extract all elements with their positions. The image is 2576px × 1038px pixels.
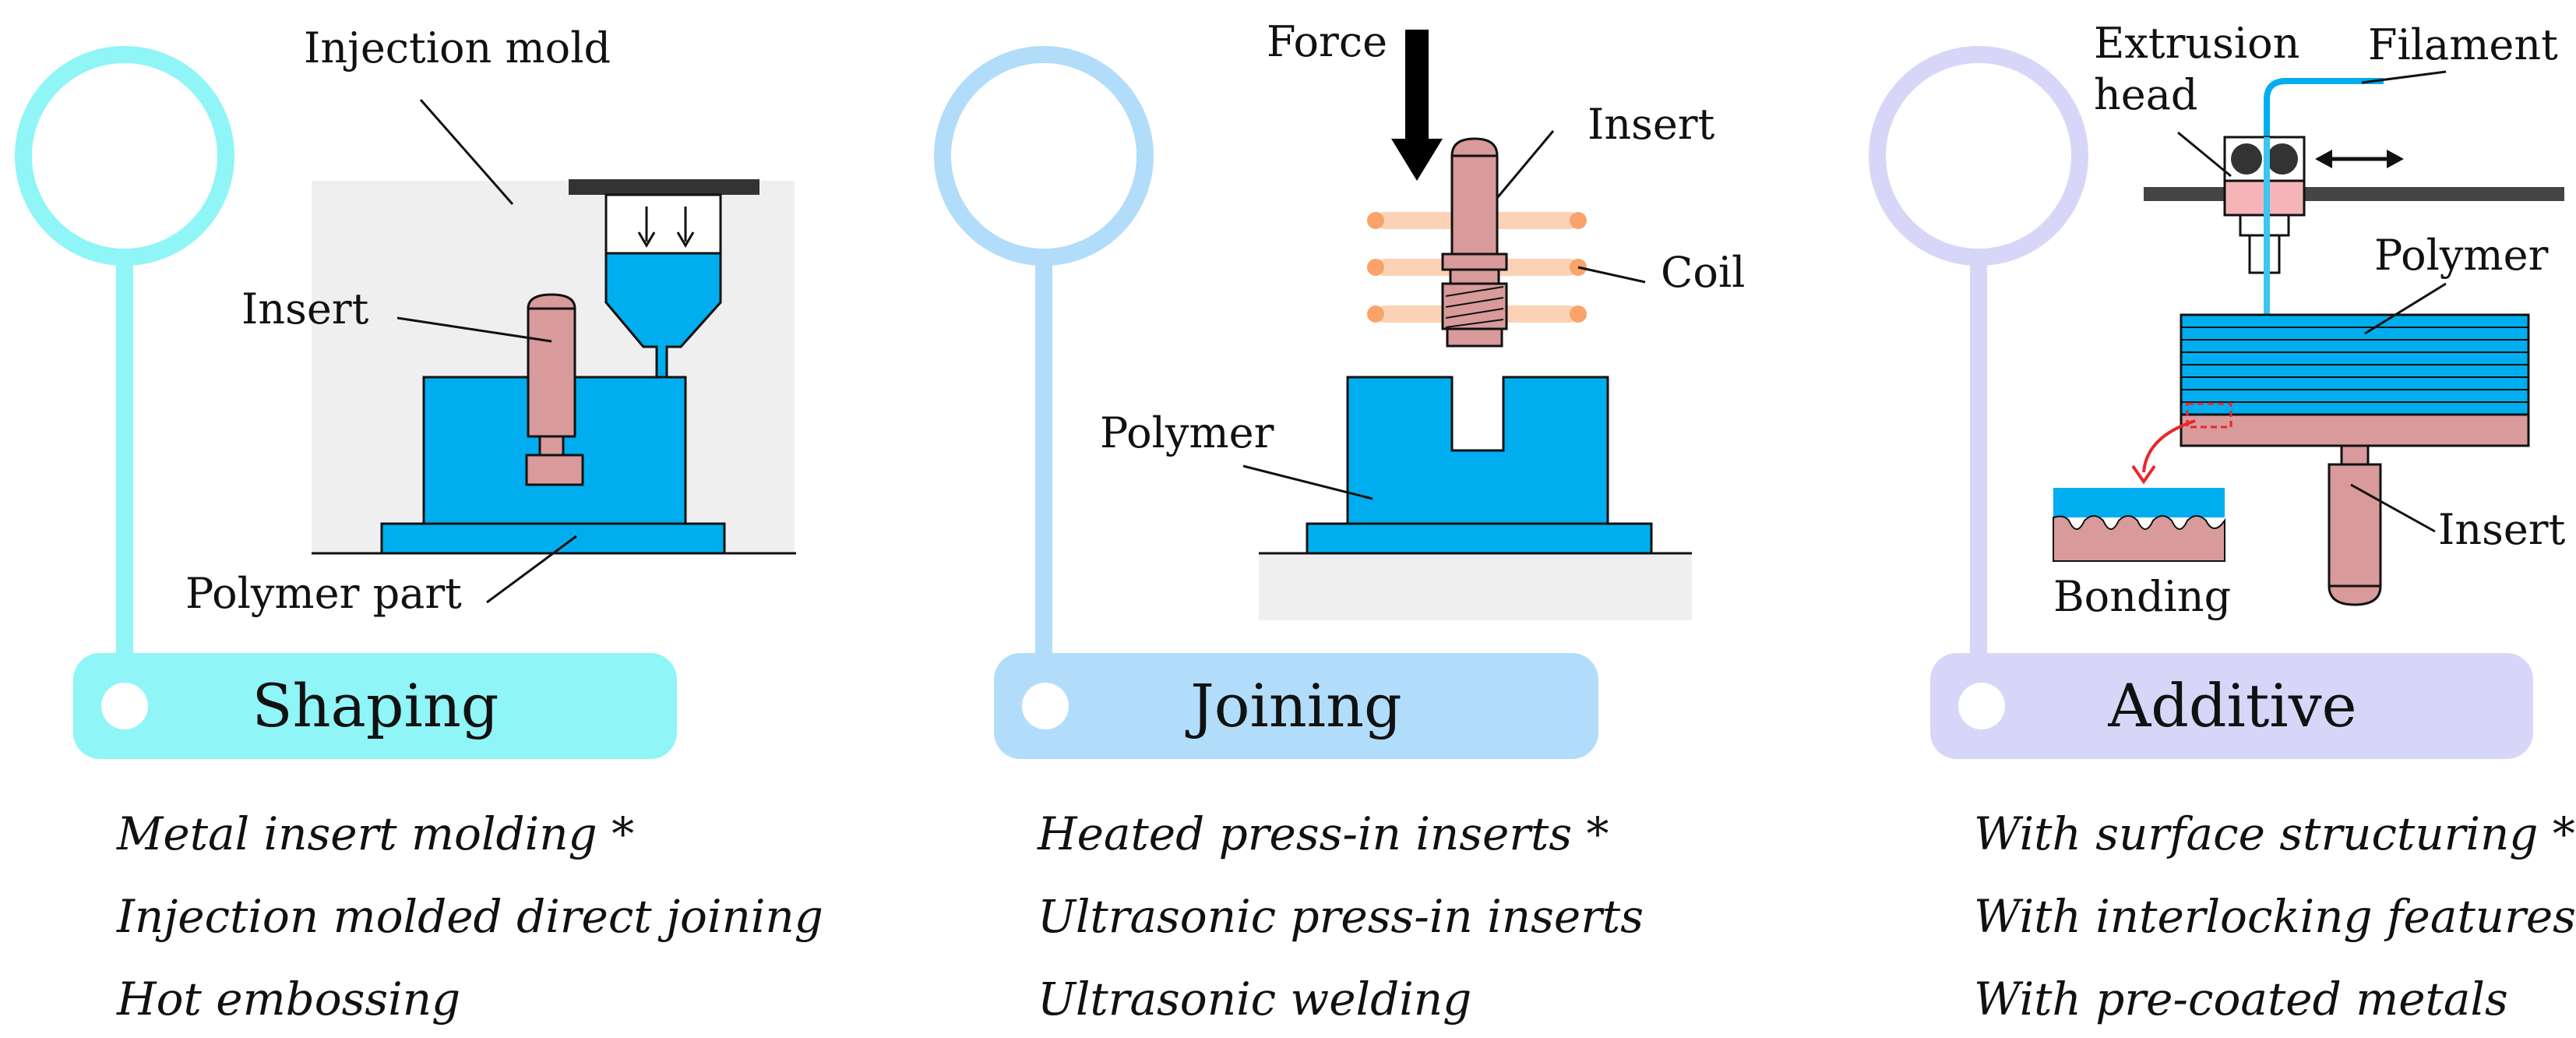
additive-polymer-label: Polymer	[2374, 231, 2549, 280]
shaping-insert-base	[525, 454, 584, 486]
shaping-category-tab	[73, 653, 677, 759]
movement-arrow-head-right	[2387, 150, 2404, 168]
joining-process-1: Heated press-in inserts *	[1037, 807, 1609, 860]
panel-additive: Additive E	[1869, 19, 2576, 1026]
bonding-detail-arrow-head	[2131, 464, 2156, 485]
additive-insert-neck	[2340, 444, 2370, 466]
additive-category-tab	[1930, 653, 2533, 759]
filament-label: Filament	[2368, 20, 2558, 69]
force-arrow-icon	[1391, 30, 1443, 181]
coil-leader	[1577, 266, 1646, 284]
pressure-arrow-head	[676, 231, 695, 248]
bonding-inset-metal	[2053, 515, 2225, 562]
joining-insert-bottom	[1446, 327, 1503, 348]
joining-insert-thread-lines	[1445, 286, 1504, 328]
shaping-insert-leader	[396, 316, 552, 343]
mold-plunger-plate	[569, 179, 759, 195]
coil-dot	[1570, 212, 1587, 229]
joining-polymer-leader	[1242, 464, 1373, 500]
shaping-insert-neck	[538, 435, 565, 457]
additive-pin-ring	[1869, 46, 2088, 266]
additive-insert-leader	[2350, 483, 2436, 533]
shaping-process-2: Injection molded direct joining	[116, 890, 823, 943]
joining-insert-leader	[1496, 130, 1555, 199]
additive-insert-pin	[2328, 463, 2382, 606]
joining-category-label: Joining	[1185, 671, 1401, 740]
coil-dot	[1367, 259, 1384, 276]
additive-tab-dot	[1958, 683, 2005, 729]
joining-category-tab	[994, 653, 1598, 759]
shaping-pin-ring	[15, 46, 234, 266]
polymer-layer-lines	[2181, 327, 2528, 403]
additive-insert-plate	[2180, 413, 2530, 447]
joining-polymer-label: Polymer	[1100, 408, 1274, 457]
shaping-category-label: Shaping	[252, 671, 499, 740]
pressure-arrow-head	[637, 231, 656, 248]
additive-insert-label: Insert	[2438, 505, 2566, 554]
joining-insert-pin	[1450, 137, 1499, 262]
injection-mold-label: Injection mold	[304, 23, 611, 72]
coil-dot	[1367, 212, 1384, 229]
polymer-part-leader	[486, 535, 577, 604]
bonding-detail-arrow	[2142, 419, 2196, 473]
shaping-tab-dot	[101, 683, 148, 729]
bonding-label: Bonding	[2053, 572, 2231, 621]
additive-process-2: With interlocking features	[1974, 890, 2576, 943]
movement-arrow-head-left	[2315, 150, 2332, 168]
coil-label: Coil	[1661, 248, 1745, 297]
joining-tab-dot	[1022, 683, 1069, 729]
additive-category-label: Additive	[2107, 671, 2356, 740]
additive-polymer-leader	[2364, 282, 2447, 335]
shaping-insert	[527, 293, 576, 438]
shaping-polymer-base	[380, 522, 726, 555]
filament-leader	[2361, 70, 2447, 84]
bonding-inset-polymer	[2053, 488, 2225, 517]
drive-roller-icon	[2267, 143, 2298, 175]
panel-shaping: Shaping Injection mold Insert Polymer pa…	[15, 23, 823, 1026]
joining-ground-plate	[1259, 553, 1692, 620]
bonding-detail-marker	[2186, 402, 2232, 429]
shaping-process-3: Hot embossing	[116, 973, 460, 1026]
injection-mold-leader	[419, 99, 514, 205]
joining-polymer-base	[1306, 522, 1653, 555]
printer-gantry-rail	[2144, 187, 2564, 201]
coil-dot	[1367, 305, 1384, 323]
extrusion-head-leader	[2177, 131, 2232, 178]
polymer-part-label: Polymer part	[185, 569, 462, 618]
joining-pin-ring	[934, 46, 1154, 266]
shaping-process-1: Metal insert molding *	[116, 807, 634, 860]
joining-process-2: Ultrasonic press-in inserts	[1038, 890, 1644, 943]
panel-joining: Joining Force Insert Coil Po	[934, 17, 1745, 1026]
coil-dot	[1570, 305, 1587, 323]
joining-insert-knurl	[1441, 252, 1508, 271]
joining-process-3: Ultrasonic welding	[1038, 973, 1471, 1026]
joining-polymer-block	[1346, 376, 1609, 527]
joining-insert-label: Insert	[1588, 100, 1715, 149]
additive-process-1: With surface structuring *	[1974, 807, 2575, 860]
extrusion-head-label-line1: Extrusion	[2094, 19, 2299, 68]
force-label: Force	[1267, 17, 1387, 66]
filament-strand	[2264, 78, 2384, 318]
drive-roller-icon	[2231, 143, 2262, 175]
extrusion-head-label-line2: head	[2094, 70, 2198, 119]
joining-insert-neck	[1449, 268, 1500, 285]
additive-process-3: With pre-coated metals	[1974, 973, 2508, 1026]
shaping-insert-label: Insert	[241, 284, 369, 334]
